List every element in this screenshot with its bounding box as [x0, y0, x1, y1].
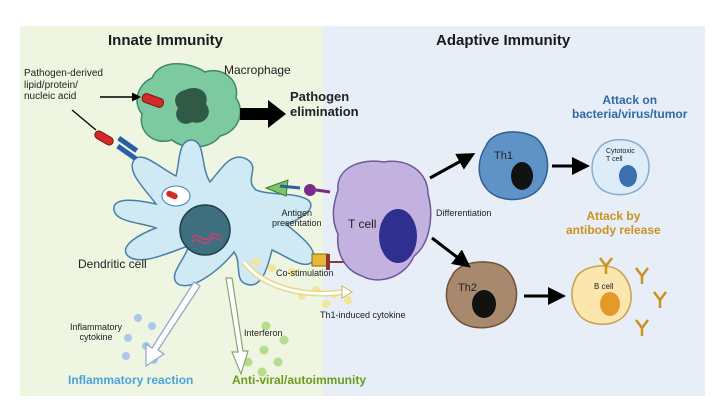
inflammatory-arrow: [145, 281, 201, 368]
pathogen-source-line: nucleic acid: [24, 91, 77, 102]
th2-label: Th2: [458, 282, 477, 294]
macrophage-label: Macrophage: [224, 63, 291, 77]
attack-antibody-line: Attack by: [586, 209, 641, 223]
dendritic-cell-label: Dendritic cell: [78, 257, 147, 271]
differentiation-label: Differentiation: [436, 208, 492, 218]
th1-label: Th1: [494, 150, 513, 162]
macrophage-cell: [136, 63, 241, 148]
antigen-presentation-label: Antigen presentation: [272, 208, 322, 229]
inflammatory-reaction-label: Inflammatory reaction: [68, 373, 194, 387]
attack-antibody-line: antibody release: [566, 222, 661, 237]
cytotoxic-t-cell: [591, 138, 650, 196]
pathogen-source-line: lipid/protein/: [24, 79, 78, 91]
antiviral-arrow: [225, 277, 249, 376]
t-cell-label: T cell: [348, 217, 377, 231]
cytotoxic-line: Cytotoxic: [606, 148, 635, 155]
antigen-presentation-line: Antigen: [281, 208, 313, 218]
th2-cell: [445, 261, 518, 329]
pathogen-elimination-label: Pathogen elimination: [290, 89, 359, 120]
antigen-presentation-line: presentation: [272, 218, 322, 229]
tcell-to-th1-arrow: [429, 153, 476, 180]
dendritic-cell: [113, 139, 315, 287]
pathogen-elimination-line: Pathogen: [290, 89, 350, 104]
adaptive-immunity-title: Adaptive Immunity: [436, 32, 571, 49]
mhc-receptor-icon: [264, 179, 331, 197]
attack-bacteria-label: Attack on bacteria/virus/tumor: [572, 93, 688, 122]
cytotoxic-line: T cell: [606, 156, 623, 164]
b-cell-label: B cell: [594, 282, 614, 291]
inflammatory-cytokine-label: Inflammatory cytokine: [70, 322, 122, 343]
pathogen-source-line: Pathogen-derived: [24, 68, 103, 79]
co-stimulation-label: Co-stimulation: [276, 268, 334, 278]
inflammatory-cytokine-line: cytokine: [79, 332, 113, 343]
attack-antibody-label: Attack by antibody release: [566, 209, 661, 238]
antibody-icons: [599, 257, 667, 336]
interferon-label: Interferon: [244, 328, 283, 338]
pathogen-source-label: Pathogen-derived lipid/protein/ nucleic …: [24, 68, 103, 103]
b-cell: [571, 265, 632, 325]
t-cell: [332, 160, 432, 281]
pathogen-to-receptor-line: [71, 109, 97, 131]
attack-bacteria-line: bacteria/virus/tumor: [572, 106, 688, 121]
th1-cytokine-label: Th1-induced cytokine: [320, 310, 406, 320]
pathogen-elimination-line: elimination: [290, 103, 359, 119]
elimination-arrow: [240, 100, 286, 128]
th1-cytokine-arrow: [241, 260, 353, 299]
costimulation-receptor-icon: [311, 253, 344, 270]
inflammatory-cytokine-line: Inflammatory: [70, 322, 123, 332]
antiviral-label: Anti-viral/autoimmunity: [232, 373, 367, 387]
cytotoxic-t-cell-label: Cytotoxic T cell: [606, 148, 635, 164]
th1-cell: [478, 131, 549, 201]
pathogen-molecule-icon: [141, 93, 165, 108]
innate-immunity-title: Innate Immunity: [108, 32, 224, 49]
attack-bacteria-line: Attack on: [602, 93, 658, 107]
pattern-receptor-icon: [94, 130, 139, 161]
tcell-to-th2-arrow: [431, 236, 471, 268]
